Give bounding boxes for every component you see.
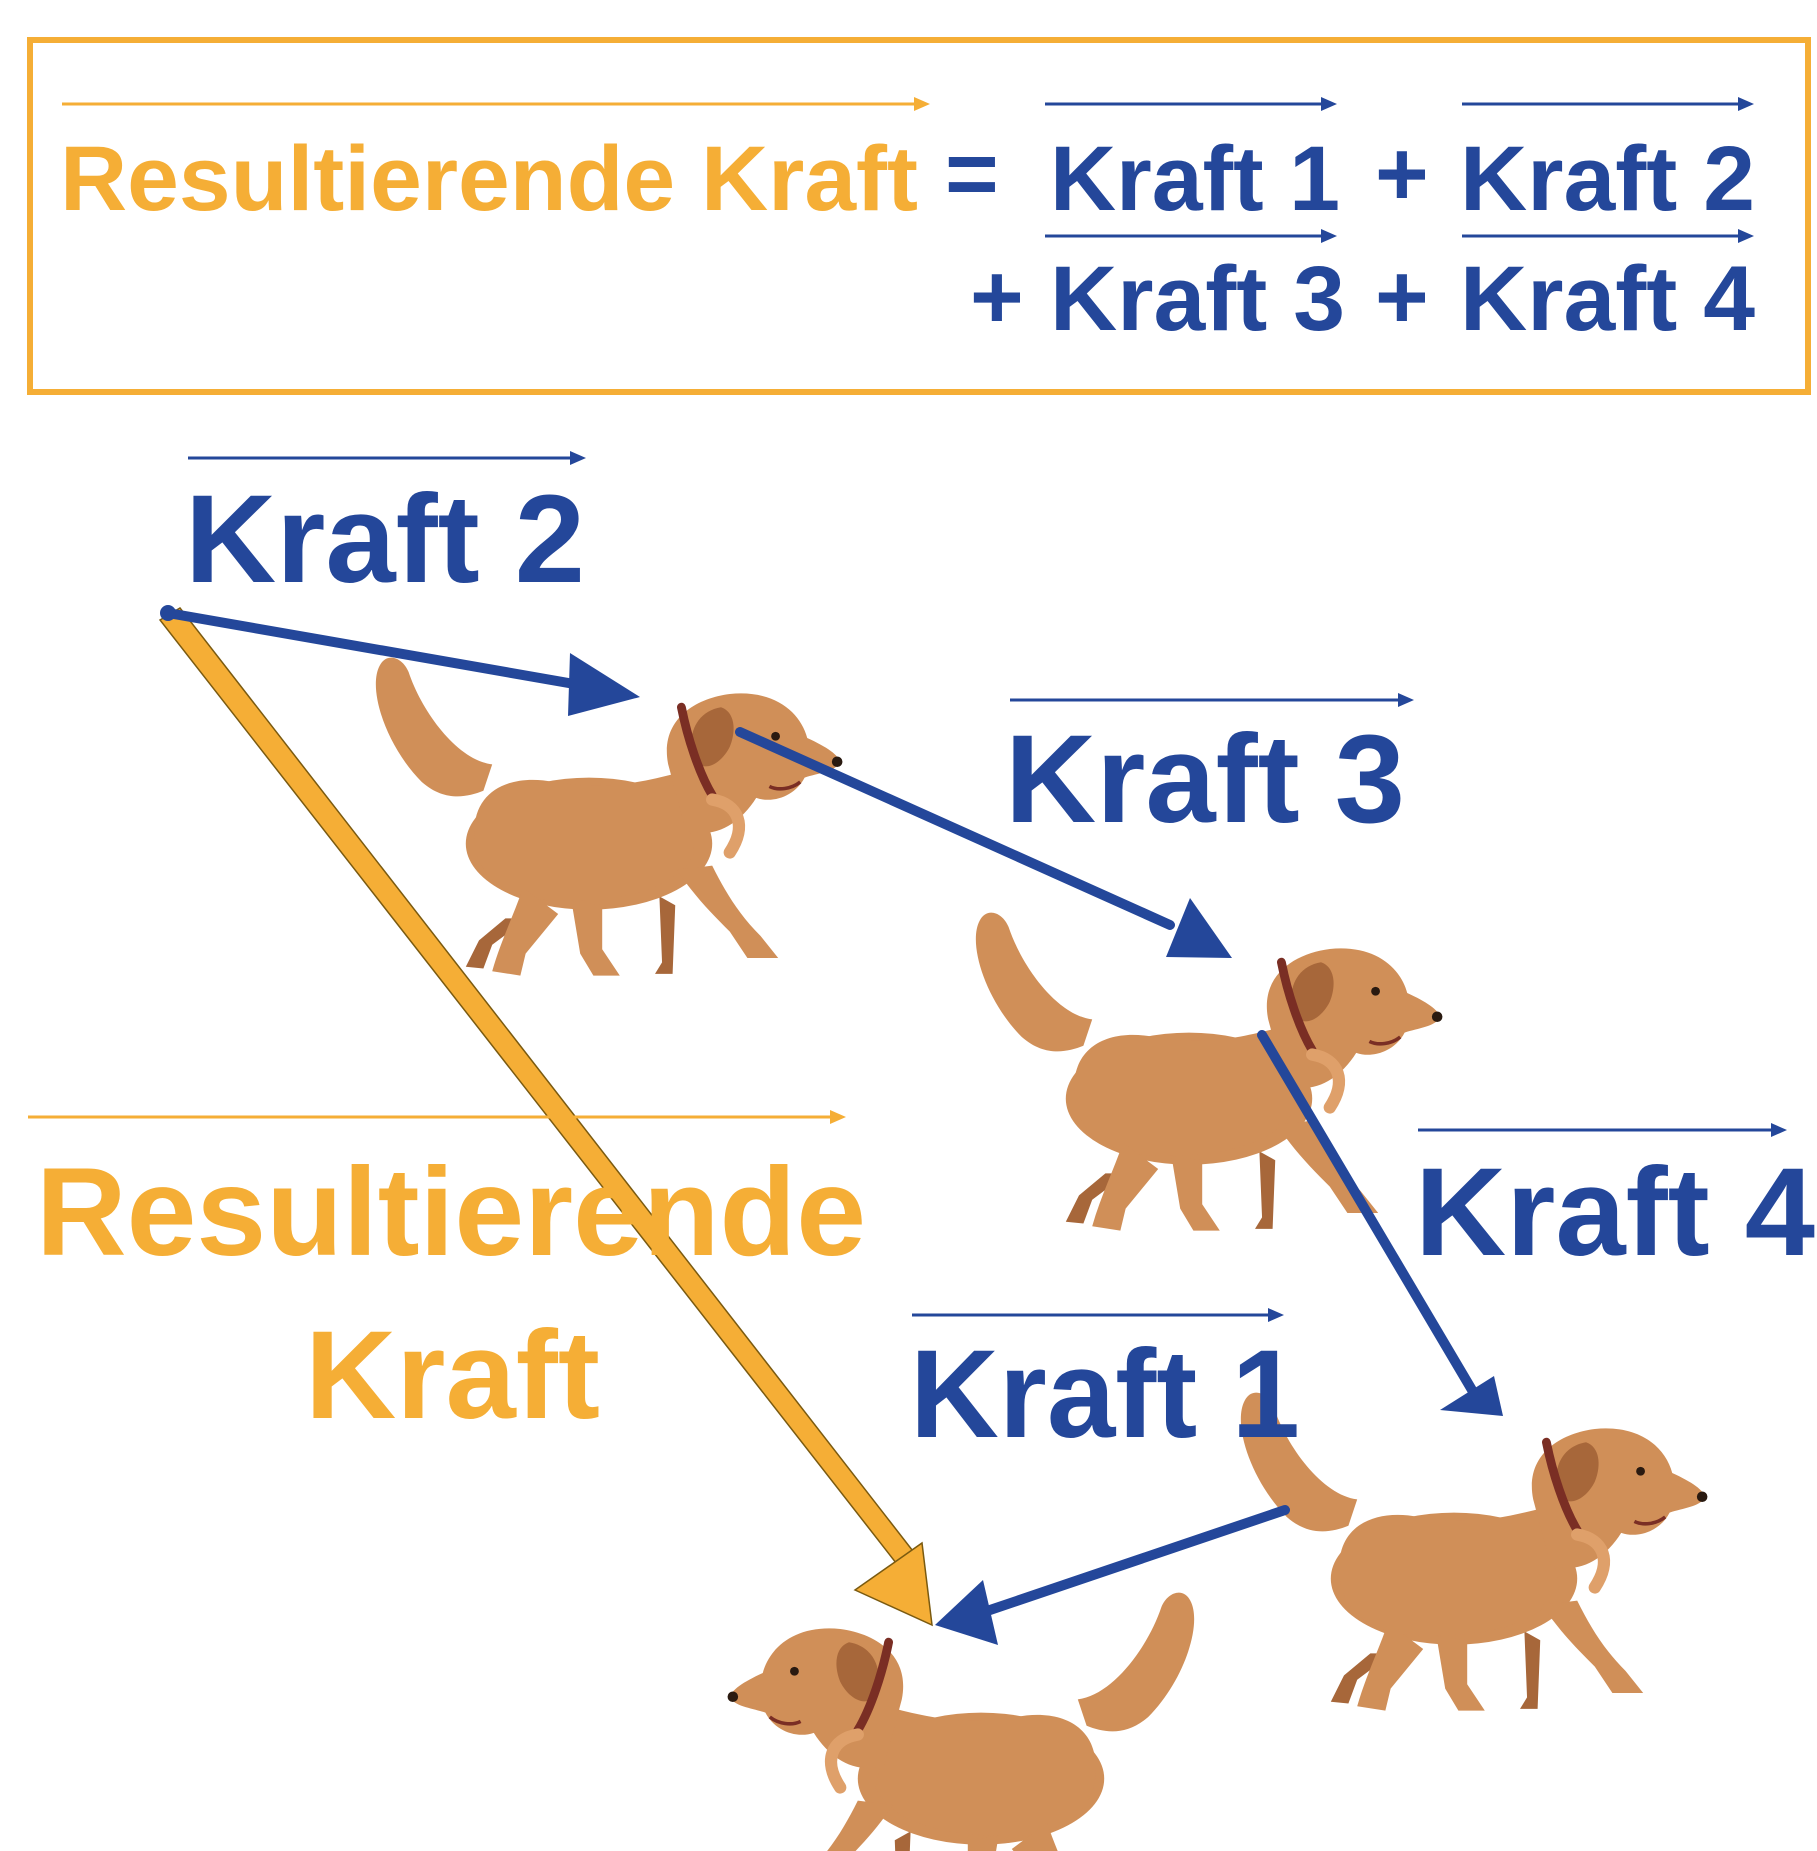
equation-plus-3: + [1375,246,1429,348]
equation-plus-1: + [1375,123,1429,225]
force-2-label: Kraft 2 [185,470,585,609]
equation-term-2: Kraft 2 [1460,128,1755,230]
resultant-label-line-1: Resultierende [36,1143,866,1282]
force-2-arrow [160,605,640,716]
equation-lhs: Resultierende Kraft [60,128,918,230]
equation-equals: = [945,123,999,225]
dog-icon [976,913,1443,1231]
force-1-label: Kraft 1 [910,1325,1300,1464]
force-1-arrow [935,1505,1290,1645]
dog-icon [376,658,843,976]
force-4-label: Kraft 4 [1415,1143,1815,1282]
equation-term-4: Kraft 4 [1460,248,1755,350]
equation-plus-2: + [970,246,1024,348]
force-3-label: Kraft 3 [1005,710,1405,849]
equation-box [27,37,1811,395]
label-overlines [28,451,1787,1322]
equation-overlines [62,97,1754,243]
equation-term-3: Kraft 3 [1050,248,1345,350]
force-3-arrow [735,727,1232,958]
equation-term-1: Kraft 1 [1050,128,1340,230]
dog-icon [1241,1393,1708,1711]
force-4-arrow [1257,1030,1503,1416]
resultant-label-line-2: Kraft [305,1306,600,1445]
